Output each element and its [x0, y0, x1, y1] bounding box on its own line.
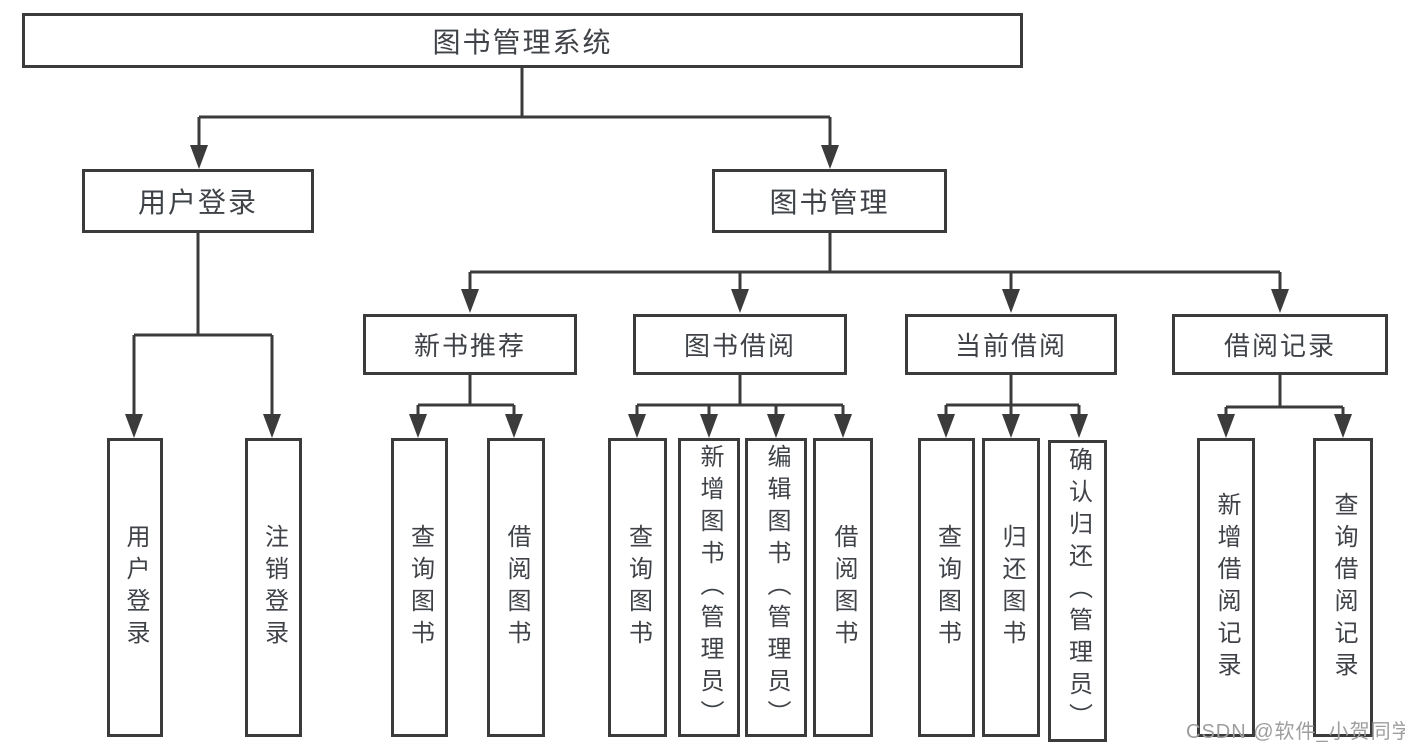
node-current-borrowing: 当前借阅: [905, 314, 1117, 375]
connector-new-book-to-children: [416, 375, 516, 417]
connector-user-login-to-children: [132, 233, 274, 417]
leaf-user-login: 用户登录: [107, 438, 163, 737]
leaf-confirm-return-admin: 确认归还（管理员）: [1048, 440, 1107, 742]
leaf-borrow-books-1: 借阅图书: [487, 438, 545, 737]
leaf-query-books-1: 查询图书: [391, 438, 448, 737]
node-user-login: 用户登录: [82, 169, 314, 233]
leaf-logout: 注销登录: [245, 438, 302, 737]
leaf-query-books-2: 查询图书: [608, 438, 667, 737]
node-root: 图书管理系统: [22, 13, 1023, 68]
connector-borrow-records-to-children: [1224, 375, 1345, 417]
connector-book-borrow-to-children: [635, 375, 845, 417]
connector-root-to-level2: [197, 68, 832, 148]
node-borrowing-records: 借阅记录: [1172, 314, 1388, 375]
leaf-edit-book-admin: 编辑图书（管理员）: [745, 438, 807, 737]
connector-book-management-to-children: [468, 233, 1282, 292]
leaf-add-borrow-record: 新增借阅记录: [1197, 438, 1255, 737]
connector-current-borrow-to-children: [944, 375, 1081, 417]
leaf-add-book-admin: 新增图书（管理员）: [678, 438, 740, 737]
node-new-book-recommend: 新书推荐: [363, 314, 577, 375]
leaf-borrow-books-2: 借阅图书: [813, 438, 873, 737]
leaf-query-borrow-record: 查询借阅记录: [1313, 438, 1373, 737]
leaf-return-books: 归还图书: [982, 438, 1040, 737]
leaf-query-books-3: 查询图书: [918, 438, 975, 737]
node-book-management: 图书管理: [712, 169, 947, 233]
watermark: CSDN @软件_小贺同学: [1186, 721, 1405, 743]
node-book-borrowing: 图书借阅: [633, 314, 847, 375]
